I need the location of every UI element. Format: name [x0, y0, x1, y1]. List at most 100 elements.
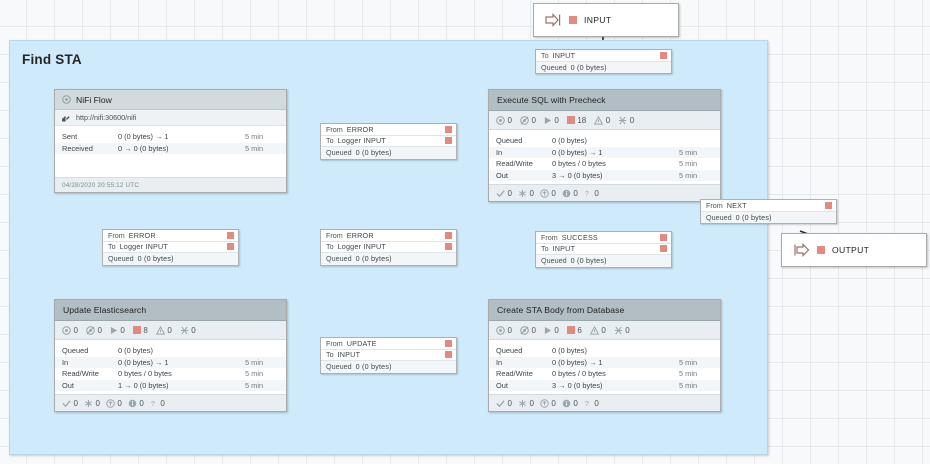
stat-value: 0	[529, 188, 534, 198]
stat-value: 0	[73, 398, 78, 408]
question-icon: ?	[585, 400, 589, 408]
stat-value: 0	[191, 325, 196, 335]
connection-to-input-top[interactable]: To INPUT Queued 0 (0 bytes)	[535, 49, 672, 74]
output-port[interactable]: OUTPUT	[781, 233, 927, 267]
to-label: To	[108, 242, 116, 252]
stat-row-queued: Queued 0 (0 bytes)	[55, 345, 286, 357]
remote-group-icon	[62, 95, 71, 104]
stat-not-transmitting: 0	[86, 326, 102, 335]
connection-queued: Queued 0 (0 bytes)	[536, 255, 671, 267]
stat-value: 0	[625, 325, 630, 335]
stat-value: 0 (0 bytes) → 1	[118, 132, 169, 142]
stat-value: 0	[594, 398, 599, 408]
stat-time: 5 min	[245, 369, 264, 379]
input-port[interactable]: INPUT	[533, 3, 679, 37]
stat-disabled: 0	[614, 326, 630, 335]
disabled-icon	[180, 326, 188, 334]
connection-status-indicator	[660, 245, 667, 253]
processor-create-sta-body-from-database[interactable]: Create STA Body from Database 0 0 0 6 0	[488, 299, 721, 412]
stat-value: 0	[573, 188, 578, 198]
queued-value: 0 (0 bytes)	[735, 212, 772, 222]
connection-queued: Queued 0 (0 bytes)	[701, 211, 836, 223]
rpg-title: NiFi Flow	[76, 94, 112, 105]
processor-update-elasticsearch[interactable]: Update Elasticsearch 0 0 0 8 0	[54, 299, 287, 412]
stat-disabled: 0	[618, 116, 634, 125]
stat-value: 0	[507, 188, 512, 198]
connection-error-to-logger-center[interactable]: From ERROR To Logger INPUT Queued 0 (0 b…	[320, 229, 457, 266]
stat-label: Read/Write	[496, 159, 533, 169]
queued-value: 0 (0 bytes)	[355, 254, 392, 264]
rpg-header: NiFi Flow	[55, 90, 286, 110]
from-label: From	[326, 124, 343, 134]
bulletin-up: 0	[540, 189, 556, 198]
connection-source: From SUCCESS	[536, 232, 671, 244]
warning-triangle-icon	[594, 115, 604, 125]
play-icon	[544, 116, 552, 124]
bulletin-up: 0	[540, 399, 556, 408]
stat-time: 5 min	[679, 380, 698, 390]
connection-queued: Queued 0 (0 bytes)	[321, 361, 456, 373]
connection-source: From ERROR	[103, 230, 238, 242]
bulletin-question: ? 0	[150, 399, 165, 408]
rpg-stats: Sent 0 (0 bytes) → 1 5 min Received 0 → …	[55, 126, 286, 154]
to-label: To	[326, 242, 334, 252]
stat-stopped: 8	[132, 326, 148, 335]
from-label: From	[326, 338, 343, 348]
process-group-title: Find STA	[22, 52, 82, 67]
connection-success-to-input[interactable]: From SUCCESS To INPUT Queued 0 (0 bytes)	[535, 231, 672, 268]
to-label: To	[326, 136, 334, 146]
connection-destination: To INPUT	[536, 244, 671, 255]
connection-next[interactable]: From NEXT Queued 0 (0 bytes)	[700, 199, 837, 224]
bulletin-success: 0	[496, 399, 512, 408]
stat-time: 5 min	[245, 132, 264, 142]
rpg-stat-row: Received 0 → 0 (0 bytes) 5 min	[55, 142, 286, 154]
processor-title: Create STA Body from Database	[489, 300, 720, 321]
stat-row-readwrite: Read/Write 0 bytes / 0 bytes 5 min	[489, 368, 720, 380]
from-value: SUCCESS	[561, 232, 598, 242]
connection-status-indicator	[660, 233, 667, 241]
stat-value: 0	[97, 325, 102, 335]
connection-status-indicator	[445, 125, 452, 133]
connection-status-indicator	[445, 351, 452, 359]
connection-status-indicator	[445, 243, 452, 251]
stat-value: 0	[529, 398, 534, 408]
stat-time: 5 min	[245, 380, 264, 390]
connection-status-indicator	[227, 243, 234, 251]
stat-value: 0 (0 bytes)	[552, 346, 587, 356]
queued-value: 0 (0 bytes)	[137, 254, 174, 264]
stat-value: 3 → 0 (0 bytes)	[552, 170, 603, 180]
to-label: To	[541, 50, 549, 60]
svg-text:?: ?	[585, 400, 589, 408]
stat-not-transmitting: 0	[520, 326, 536, 335]
to-label: To	[326, 350, 334, 360]
stat-running: 0	[544, 326, 559, 335]
connection-status-indicator	[445, 137, 452, 145]
remote-process-group-nifi-flow[interactable]: NiFi Flow http://nifi:30600/nifi Sent 0 …	[54, 89, 287, 193]
connection-update-to-input[interactable]: From UPDATE To INPUT Queued 0 (0 bytes)	[320, 337, 457, 374]
stat-value: 0	[95, 398, 100, 408]
stat-value: 0	[507, 325, 512, 335]
stop-icon	[566, 116, 575, 124]
stat-label: Queued	[496, 136, 523, 146]
connection-source: From NEXT	[701, 200, 836, 212]
svg-text:?: ?	[585, 190, 589, 198]
input-port-icon	[545, 13, 561, 27]
connection-error-to-logger-mid[interactable]: From ERROR To Logger INPUT Queued 0 (0 b…	[320, 123, 457, 160]
to-label: To	[541, 244, 549, 254]
processor-title: Update Elasticsearch	[55, 300, 286, 321]
stat-row-queued: Queued 0 (0 bytes)	[489, 135, 720, 147]
asterisk-icon	[519, 189, 526, 197]
stat-label: Queued	[62, 346, 89, 356]
stat-time: 5 min	[679, 170, 698, 180]
connection-source: From ERROR	[321, 124, 456, 136]
not-transmitting-icon	[520, 115, 529, 125]
connection-error-to-logger-left[interactable]: From ERROR To Logger INPUT Queued 0 (0 b…	[102, 229, 239, 266]
stat-label: Received	[62, 143, 93, 153]
warning-triangle-icon	[589, 325, 599, 335]
processor-execute-sql-with-precheck[interactable]: Execute SQL with Precheck 0 0 0 18	[488, 89, 721, 202]
warning-triangle-icon	[155, 325, 165, 335]
bulletin-info: 0	[562, 399, 578, 408]
to-value: INPUT	[552, 50, 576, 60]
processor-title: Execute SQL with Precheck	[489, 90, 720, 111]
